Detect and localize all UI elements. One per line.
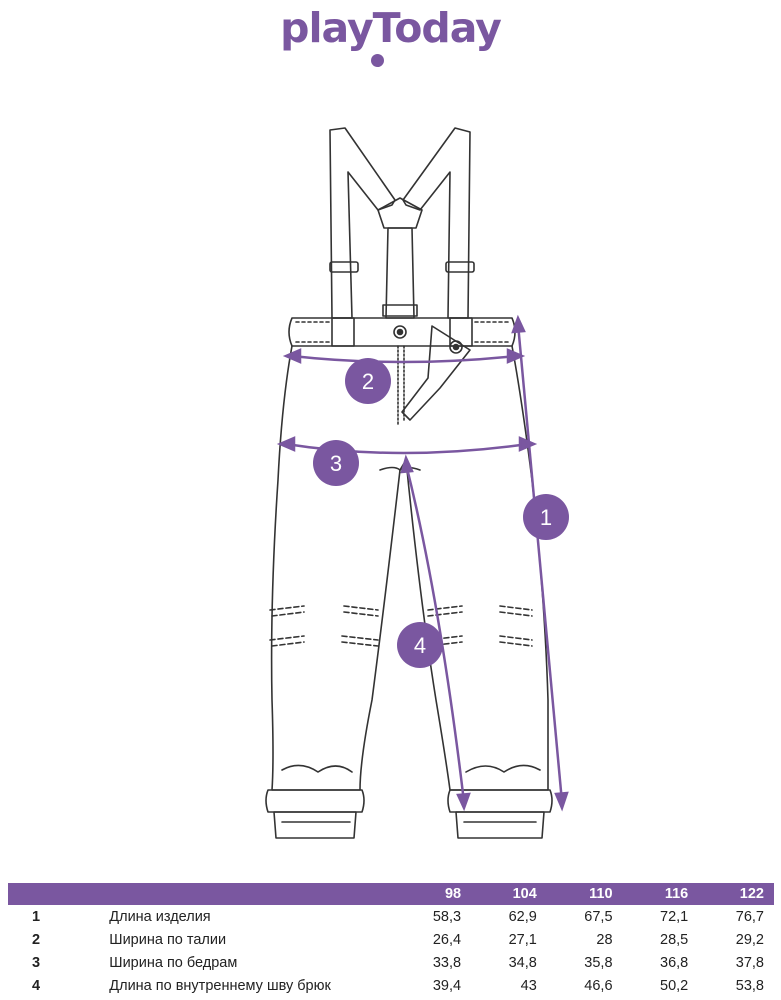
- row-name: Длина изделия: [109, 908, 211, 925]
- row-name: Ширина по бедрам: [109, 954, 238, 971]
- measure-marker-4: 4: [397, 622, 443, 668]
- header-blank: [61, 883, 395, 905]
- row-value: 28,5: [660, 931, 689, 948]
- row-value: 43: [520, 977, 537, 994]
- row-value: 27,1: [508, 931, 537, 948]
- size-header: 98: [444, 886, 462, 902]
- svg-text:3: 3: [330, 451, 342, 476]
- left-strap: [329, 127, 396, 319]
- table-row: 3 Ширина по бедрам 33,8 34,8 35,8 36,8 3…: [8, 951, 774, 974]
- table-row: 4 Длина по внутреннему шву брюк 39,4 43 …: [8, 974, 774, 997]
- measure-marker-3: 3: [313, 440, 359, 486]
- row-name: Длина по внутреннему шву брюк: [109, 977, 331, 994]
- logo-dot-icon: [371, 54, 384, 67]
- left-buckle-icon: [329, 261, 359, 273]
- row-value: 62,9: [508, 908, 537, 925]
- svg-text:1: 1: [540, 505, 552, 530]
- svg-text:4: 4: [414, 633, 426, 658]
- brand-logo: playToday: [280, 4, 502, 52]
- size-header: 110: [589, 886, 613, 902]
- measure-marker-2: 2: [345, 358, 391, 404]
- row-value: 76,7: [735, 908, 764, 925]
- size-header: 122: [739, 886, 764, 902]
- row-value: 50,2: [660, 977, 689, 994]
- row-value: 36,8: [660, 954, 689, 971]
- pants-technical-drawing: 1 2 3 4: [265, 127, 569, 839]
- snap-button-icon: [393, 325, 407, 339]
- row-value: 33,8: [432, 954, 462, 971]
- row-value: 39,4: [432, 977, 462, 994]
- size-header: 116: [664, 886, 689, 902]
- size-table: 98 104 110 116 122 1 Длина изделия 58,3 …: [8, 883, 774, 997]
- size-header: 104: [512, 886, 537, 902]
- right-cuff: [447, 789, 553, 813]
- row-value: 37,8: [735, 954, 764, 971]
- row-value: 28: [596, 931, 613, 948]
- strap-junction: [377, 197, 423, 229]
- row-value: 72,1: [660, 908, 689, 925]
- row-number: 2: [32, 931, 41, 948]
- row-value: 26,4: [432, 931, 462, 948]
- row-number: 3: [32, 954, 41, 971]
- measure-line-1: [516, 323, 564, 803]
- svg-text:2: 2: [362, 369, 374, 394]
- row-value: 53,8: [735, 977, 764, 994]
- table-row: 1 Длина изделия 58,3 62,9 67,5 72,1 76,7: [8, 905, 774, 928]
- row-value: 58,3: [432, 908, 462, 925]
- table-row: 2 Ширина по талии 26,4 27,1 28 28,5 29,2: [8, 928, 774, 951]
- left-cuff: [265, 789, 365, 813]
- measure-marker-1: 1: [523, 494, 569, 540]
- size-header-row: 98 104 110 116 122: [8, 883, 774, 905]
- right-buckle-icon: [445, 261, 475, 273]
- row-value: 67,5: [584, 908, 613, 925]
- row-number: 1: [32, 908, 41, 925]
- row-value: 35,8: [584, 954, 613, 971]
- pants-outline: [270, 345, 549, 791]
- header-blank: [8, 883, 61, 905]
- row-value: 34,8: [508, 954, 537, 971]
- row-name: Ширина по талии: [109, 931, 227, 948]
- row-value: 29,2: [735, 931, 764, 948]
- right-strap: [402, 127, 471, 319]
- row-number: 4: [32, 977, 41, 994]
- row-value: 46,6: [584, 977, 613, 994]
